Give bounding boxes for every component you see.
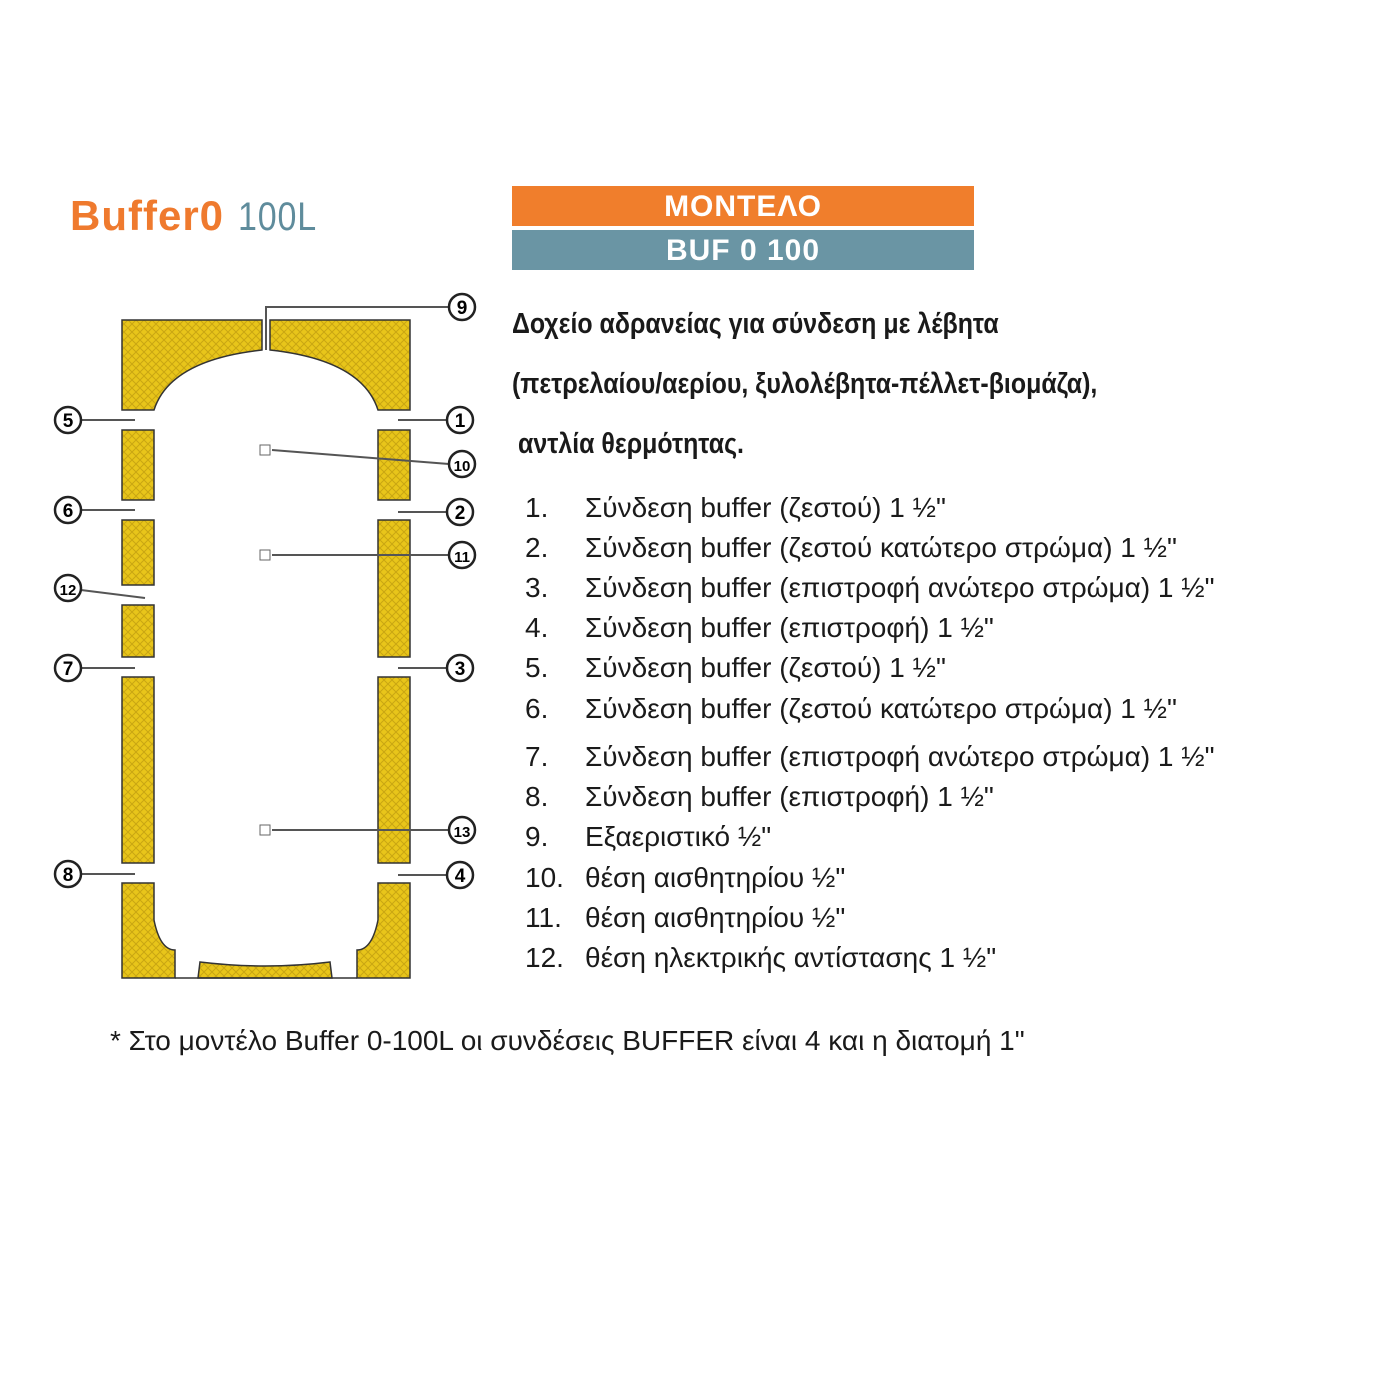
item-text: Εξαεριστικό ½" [585,821,772,852]
svg-text:7: 7 [63,659,74,680]
description-line-2: (πετρελαίου/αερίου, ξυλολέβητα-πέλλετ-βι… [512,368,1098,400]
insulation-right [377,676,411,864]
item-number: 6. [525,693,549,724]
callout-2: 2 [445,497,475,527]
item-number: 2. [525,532,549,563]
description-line-1: Δοχείο αδρανείας για σύνδεση με λέβητα [512,308,999,340]
insulation-right [377,429,411,501]
capacity: 100L [238,195,318,239]
item-text: Σύνδεση buffer (ζεστού) 1 ½" [585,652,946,683]
item-number: 4. [525,612,549,643]
sensor-port-icon [259,549,271,561]
insulation-bottom [197,961,333,979]
callout-9: 9 [447,292,477,322]
item-number: 5. [525,652,549,683]
item-text: Σύνδεση buffer (επιστροφή) 1 ½" [585,612,994,643]
insulation-bottom [356,882,411,979]
item-text: Σύνδεση buffer (επιστροφή ανώτερο στρώμα… [585,572,1215,603]
description-line-3: αντλία θερμότητας. [518,428,744,460]
svg-text:13: 13 [454,824,471,841]
product-title: Buffer0 100L [70,192,331,240]
list-item: 11. θέση αισθητηρίου ½" [525,902,845,934]
footnote: * Στο μοντέλο Buffer 0-100L οι συνδέσεις… [110,1025,1025,1056]
callout-5: 5 [53,405,83,435]
insulation-top [121,319,263,411]
list-item: 3. Σύνδεση buffer (επιστροφή ανώτερο στρώ… [525,572,1215,604]
insulation-top [269,319,411,411]
svg-text:6: 6 [63,501,74,522]
leader-line [265,306,449,350]
sensor-port-icon [259,444,271,456]
sensor-port-icon [259,824,271,836]
insulation-bottom [121,882,176,979]
svg-text:8: 8 [63,865,74,886]
item-number: 3. [525,572,549,603]
list-item: 1. Σύνδεση buffer (ζεστού) 1 ½" [525,492,946,524]
item-text: θέση ηλεκτρικής αντίστασης 1 ½" [585,942,997,973]
item-number: 8. [525,781,549,812]
callout-12: 12 [53,573,83,603]
list-item: 5. Σύνδεση buffer (ζεστού) 1 ½" [525,652,946,684]
callout-4: 4 [445,860,475,890]
list-item: 10. θέση αισθητηρίου ½" [525,862,845,894]
item-number: 7. [525,741,549,772]
svg-text:5: 5 [63,411,74,432]
item-text: Σύνδεση buffer (ζεστού) 1 ½" [585,492,946,523]
svg-text:9: 9 [457,298,468,319]
list-item: 12. θέση ηλεκτρικής αντίστασης 1 ½" [525,942,996,974]
model-code: BUF 0 100 [512,230,974,270]
callout-1: 1 [445,405,475,435]
brand-name: Buffer0 [70,192,225,239]
svg-text:4: 4 [455,866,466,887]
insulation-right [377,519,411,658]
callout-13: 13 [447,815,477,845]
list-item: 6. Σύνδεση buffer (ζεστού κατώτερο στρώμα… [525,693,1177,725]
list-item: 7. Σύνδεση buffer (επιστροφή ανώτερο στρώ… [525,741,1215,773]
item-text: Σύνδεση buffer (ζεστού κατώτερο στρώμα) … [585,693,1177,724]
callout-6: 6 [53,495,83,525]
svg-text:12: 12 [60,582,77,599]
svg-text:11: 11 [454,549,470,566]
item-text: θέση αισθητηρίου ½" [585,862,846,893]
insulation-left [121,519,155,586]
callout-8: 8 [53,859,83,889]
item-number: 11. [525,902,562,933]
list-item: 9. Εξαεριστικό ½" [525,821,771,853]
item-number: 9. [525,821,549,852]
callout-10: 10 [447,449,477,479]
model-header: ΜΟΝΤΕΛΟ [512,186,974,226]
insulation-left [121,429,155,501]
list-item: 2. Σύνδεση buffer (ζεστού κατώτερο στρώμα… [525,532,1177,564]
insulation-left [121,676,155,864]
item-number: 12. [525,942,564,973]
leader-line [271,449,450,465]
svg-text:3: 3 [455,659,466,680]
item-text: Σύνδεση buffer (ζεστού κατώτερο στρώμα) … [585,532,1177,563]
callout-3: 3 [445,653,475,683]
svg-text:2: 2 [455,503,466,524]
insulation-left [121,604,155,658]
callout-7: 7 [53,653,83,683]
item-number: 1. [525,492,549,523]
list-item: 8. Σύνδεση buffer (επιστροφή) 1 ½" [525,781,994,813]
item-number: 10. [525,862,564,893]
svg-text:1: 1 [455,411,466,432]
svg-text:10: 10 [454,458,471,475]
item-text: Σύνδεση buffer (επιστροφή) 1 ½" [585,781,994,812]
item-text: Σύνδεση buffer (επιστροφή ανώτερο στρώμα… [585,741,1215,772]
leader-line [80,589,146,599]
callout-11: 11 [447,540,477,570]
item-text: θέση αισθητηρίου ½" [585,902,846,933]
list-item: 4. Σύνδεση buffer (επιστροφή) 1 ½" [525,612,994,644]
